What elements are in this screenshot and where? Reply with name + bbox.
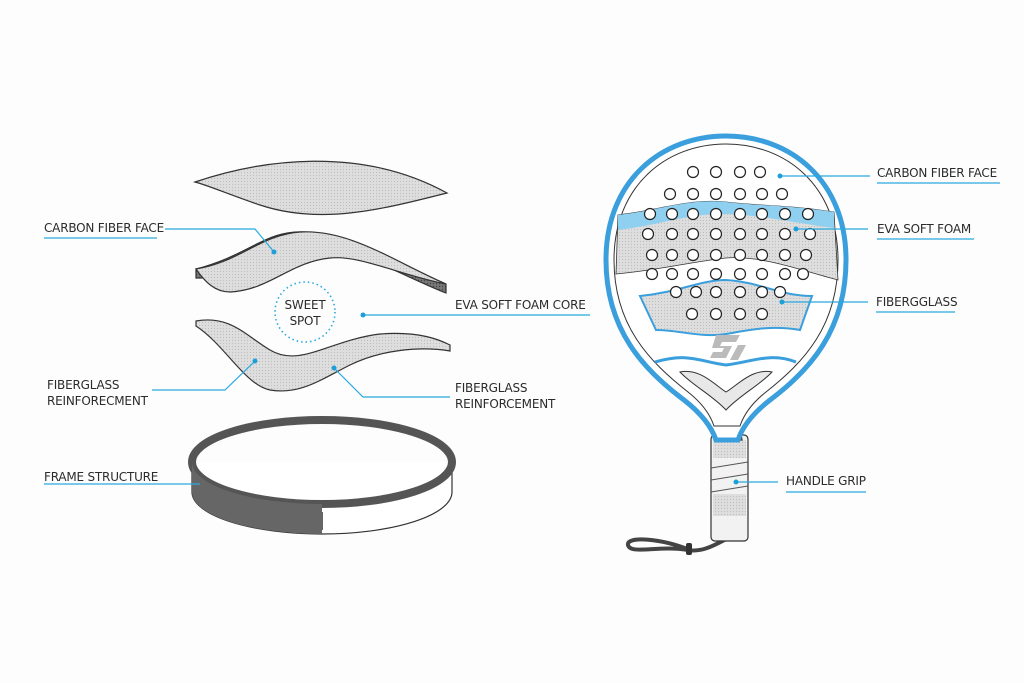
racket-hole (733, 165, 747, 179)
label-frame-structure: FRAME STRUCTURE (44, 470, 158, 484)
racket-hole (686, 207, 700, 221)
racket-hole (665, 267, 679, 281)
label-carbon-fiber-face: CARBON FIBER FACE (44, 221, 164, 235)
racket-hole (733, 285, 747, 299)
racket-hole (709, 227, 723, 241)
racket-hole (755, 207, 769, 221)
sweet-spot-label-2: SPOT (290, 314, 322, 328)
racket-hole (665, 207, 679, 221)
racket-hole (645, 248, 659, 262)
label-fiberglass-left-2: REINFORECMENT (47, 394, 149, 408)
label-fiberglass-left: FIBERGLASS (47, 378, 119, 392)
racket-hole (778, 207, 792, 221)
racket-hole (645, 267, 659, 281)
racket-hole (755, 227, 769, 241)
racket-hole (709, 285, 723, 299)
label-handle-grip: HANDLE GRIP (786, 474, 866, 488)
racket-hole (733, 207, 747, 221)
racket-hole (669, 285, 683, 299)
racket-hole (755, 285, 769, 299)
racket-hole (778, 267, 792, 281)
label-fiberglass-right: FIBERGLASS (455, 381, 527, 395)
racket-hole (709, 307, 723, 321)
lanyard (626, 536, 730, 553)
racket-hole (733, 187, 747, 201)
racket-hole (641, 227, 655, 241)
top-face-layer (192, 160, 449, 216)
racket-hole (778, 248, 792, 262)
racket-hole (665, 227, 679, 241)
racket-hole (733, 267, 747, 281)
brand-logo (710, 335, 746, 360)
racket-hole (686, 267, 700, 281)
racket-hole (773, 285, 787, 299)
racket-hole (803, 227, 817, 241)
sweet-spot-label: SWEET (285, 298, 327, 312)
racket-hole (685, 307, 699, 321)
racket-hole (643, 207, 657, 221)
fiberglass-band (638, 278, 814, 337)
exploded-view: SWEET SPOT CARBON FIBER FACE EVA SOFT FO… (44, 160, 590, 535)
racket-hole (733, 307, 747, 321)
label-fiberglass-right-2: REINFORCEMENT (455, 397, 556, 411)
racket-hole (753, 165, 767, 179)
fiberglass-layer (195, 319, 451, 392)
racket-hole (686, 187, 700, 201)
racket-hole (733, 227, 747, 241)
racket-hole (801, 207, 815, 221)
racket-hole (775, 187, 789, 201)
racket-hole (778, 227, 792, 241)
racket-hole (755, 267, 769, 281)
label-racket-eva-soft-foam: EVA SOFT FOAM (877, 222, 971, 236)
label-eva-soft-foam-core: EVA SOFT FOAM CORE (455, 298, 586, 312)
racket-hole (689, 285, 703, 299)
racket-hole (686, 165, 700, 179)
racket-hole (755, 307, 769, 321)
sweet-spot-circle (274, 281, 336, 343)
racket-hole (799, 248, 813, 262)
racket-hole (796, 267, 810, 281)
racket-hole (686, 227, 700, 241)
racket-hole (665, 248, 679, 262)
carbon-face-layer (194, 231, 447, 293)
racket-hole (709, 207, 723, 221)
racket-holes (641, 165, 817, 321)
racket-hole (733, 248, 747, 262)
racket-hole (755, 187, 769, 201)
racket-hole (663, 187, 677, 201)
racket-hole (709, 187, 723, 201)
label-racket-carbon-fiber-face: CARBON FIBER FACE (877, 166, 997, 180)
racket-hole (709, 248, 723, 262)
frame-ring (188, 416, 456, 535)
racket-hole (709, 267, 723, 281)
racket-hole (686, 248, 700, 262)
racket-hole (755, 248, 769, 262)
label-racket-fiberglass: FIBERGGLASS (876, 295, 957, 309)
racket-hole (709, 165, 723, 179)
racket-illustration: CARBON FIBER FACE EVA SOFT FOAM FIBERGGL… (603, 133, 1000, 555)
